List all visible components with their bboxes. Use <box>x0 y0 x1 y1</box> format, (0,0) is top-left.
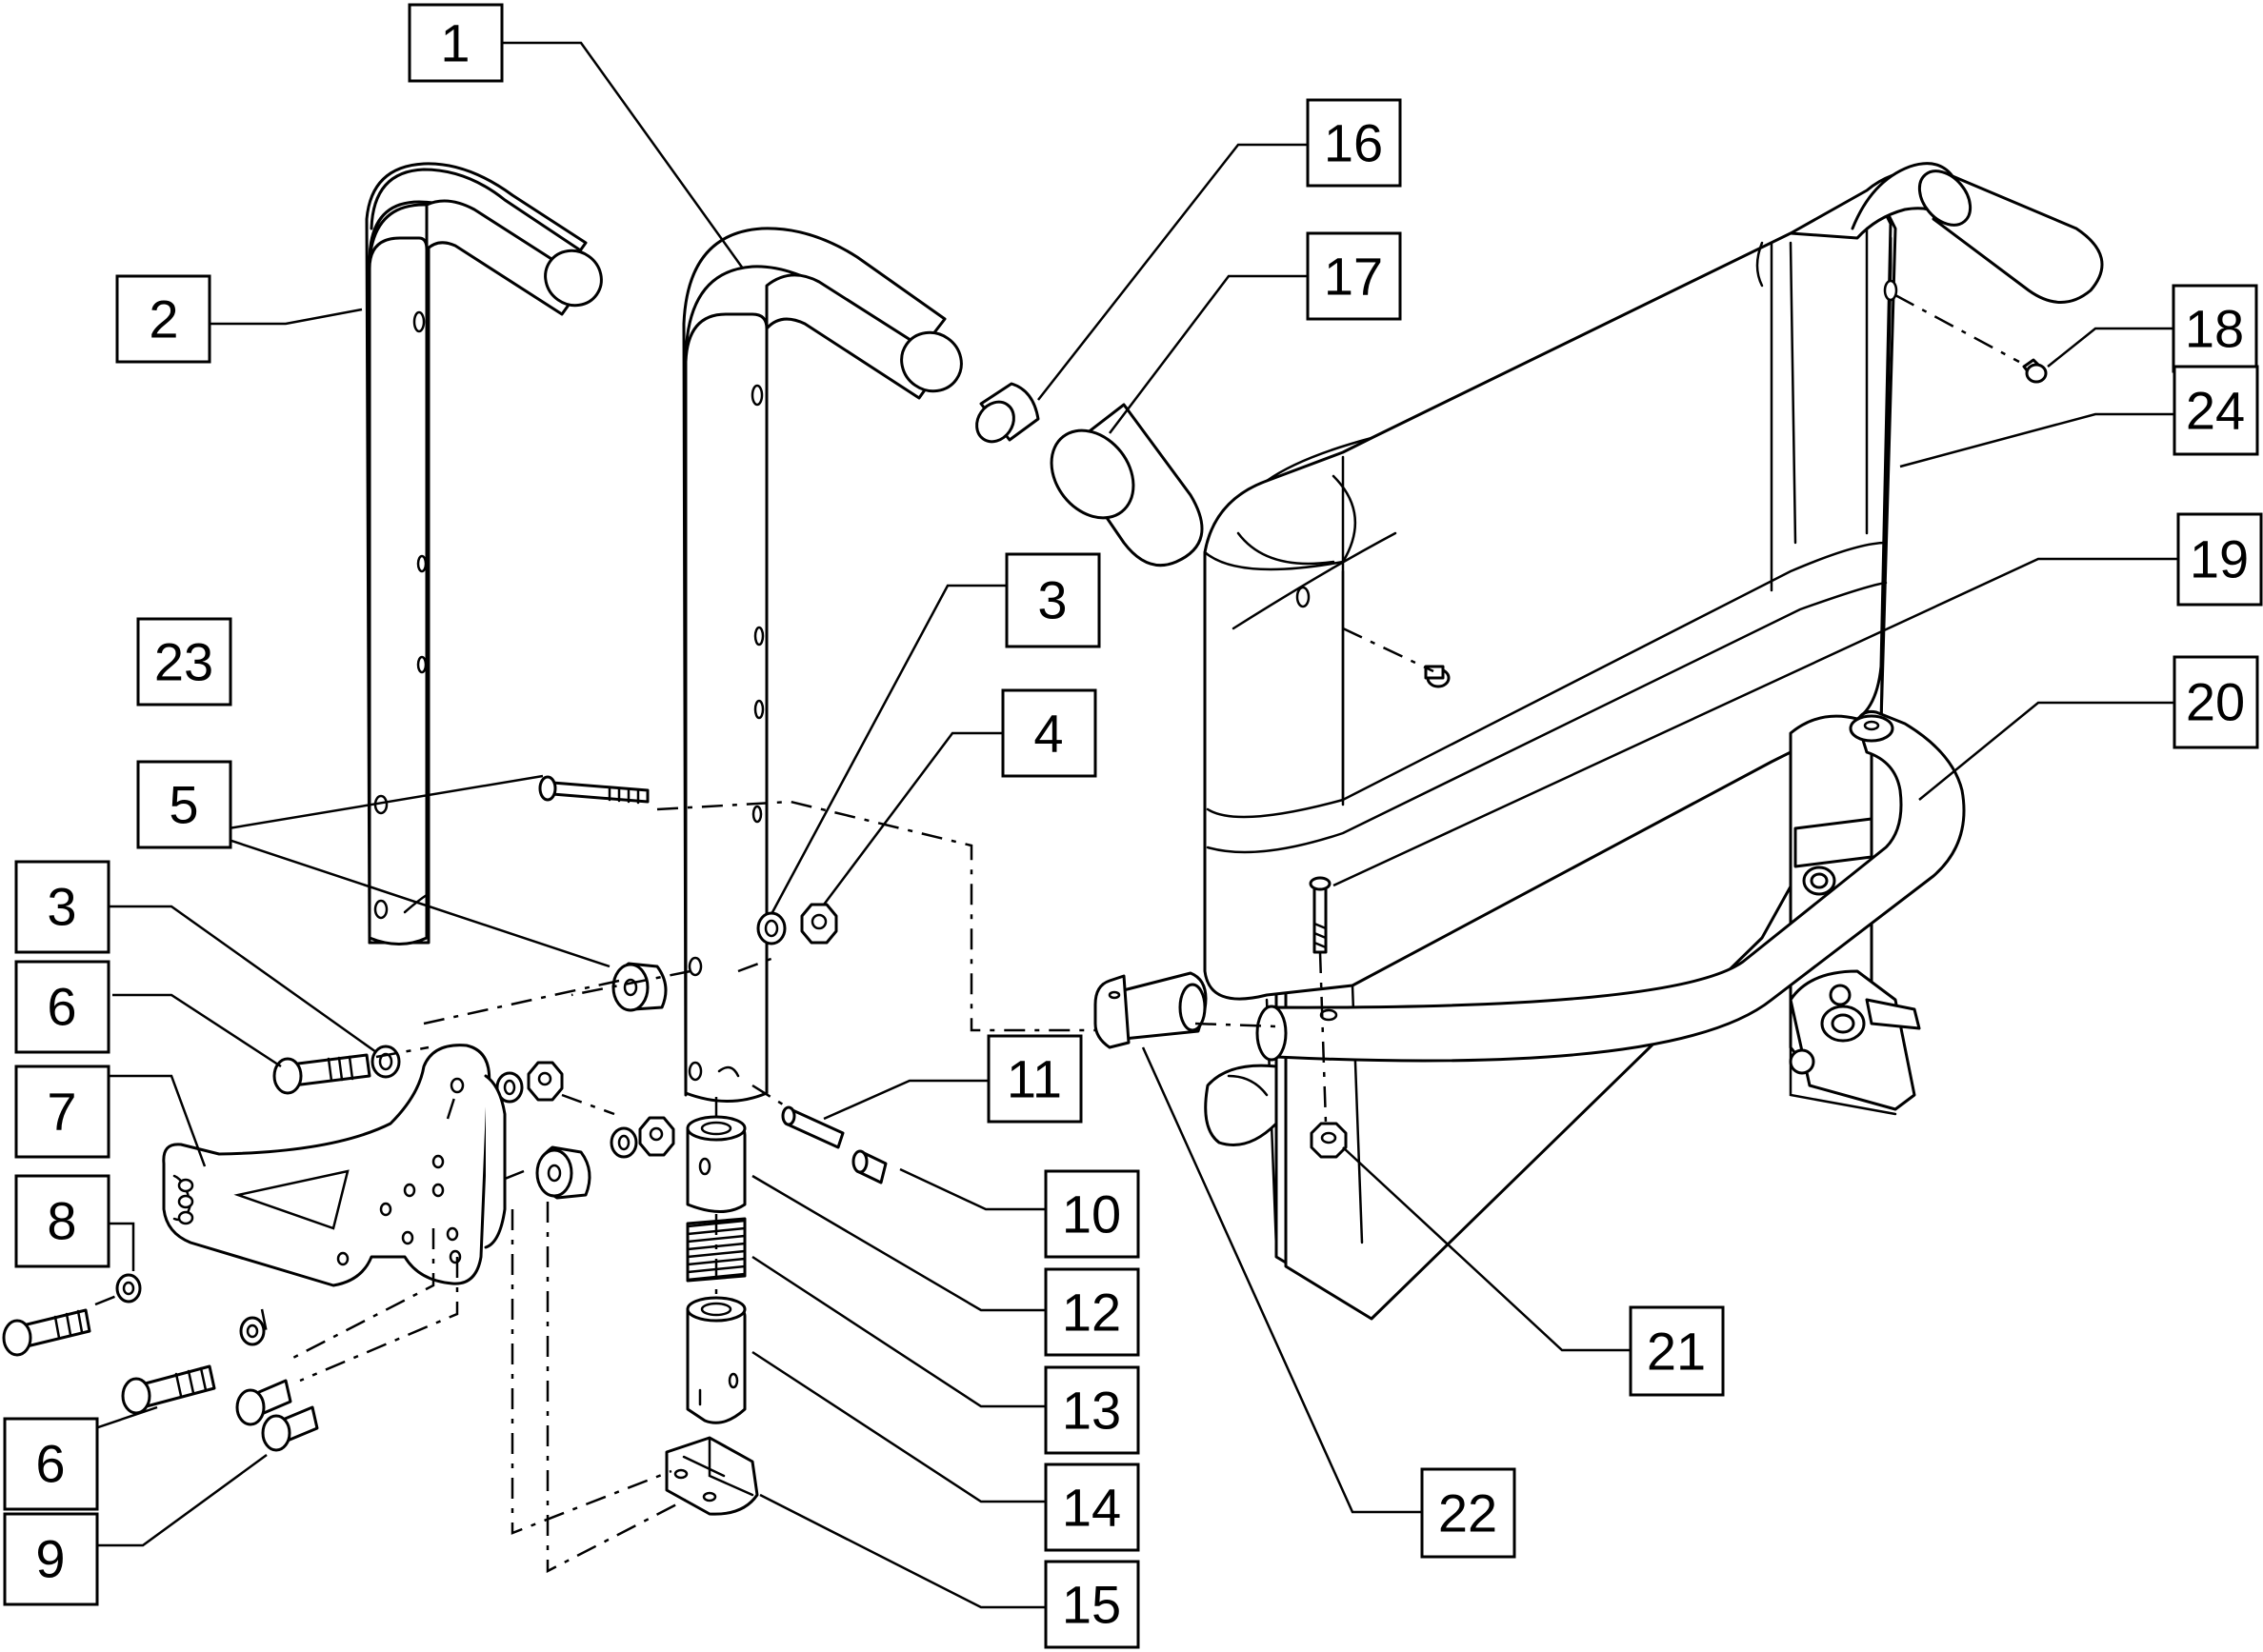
callout-9-label: 9 <box>35 1529 65 1589</box>
part-5-bushing-lower <box>535 1145 591 1200</box>
callout-24-label: 24 <box>2186 381 2245 441</box>
callout-14-label: 14 <box>1062 1478 1121 1538</box>
part-3-washer-upper <box>756 911 787 945</box>
part-16-end-plug <box>975 382 1040 444</box>
callout-22: 22 <box>1420 1467 1516 1559</box>
callout-3-upper-label: 3 <box>1037 570 1067 630</box>
callout-1: 1 <box>408 3 504 83</box>
part-8-bolt <box>2 1308 91 1357</box>
callout-8: 8 <box>14 1174 110 1268</box>
callout-4: 4 <box>1001 688 1097 778</box>
callout-17: 17 <box>1306 231 1402 321</box>
callout-8-label: 8 <box>47 1191 76 1251</box>
part-21-nut <box>1310 1122 1348 1159</box>
callout-24: 24 <box>2173 365 2259 456</box>
callout-7-label: 7 <box>47 1082 76 1142</box>
callout-13: 13 <box>1044 1365 1140 1455</box>
callout-15: 15 <box>1044 1560 1140 1649</box>
callout-19: 19 <box>2176 512 2263 607</box>
part-20-armrest-tube <box>1255 710 1966 1063</box>
callout-1-label: 1 <box>440 13 470 73</box>
callout-23-label: 23 <box>154 632 213 692</box>
part-8-washer <box>115 1273 142 1304</box>
part-15-clamp <box>665 1436 759 1516</box>
part-5-bushing-upper <box>611 962 668 1012</box>
part-2-handle-tube <box>365 162 603 945</box>
callout-3-left-label: 3 <box>47 877 76 937</box>
callout-2: 2 <box>115 274 211 364</box>
part-6-bolt-lower <box>121 1316 266 1415</box>
part-18-screw <box>2022 358 2048 384</box>
callout-16-label: 16 <box>1324 113 1383 173</box>
part-11-pin <box>781 1105 845 1149</box>
callout-2-label: 2 <box>149 289 178 349</box>
callout-19-label: 19 <box>2190 529 2249 589</box>
callout-9: 9 <box>3 1512 99 1606</box>
part-9-screw-lower <box>261 1405 319 1452</box>
callout-10: 10 <box>1044 1169 1140 1259</box>
part-14-sleeve <box>686 1296 747 1424</box>
callout-6-upper-label: 6 <box>47 977 76 1037</box>
callout-23: 23 <box>136 617 232 707</box>
part-6-washer-lower <box>610 1116 675 1159</box>
callout-10-label: 10 <box>1062 1184 1121 1244</box>
backrest-screw <box>1424 665 1451 688</box>
callout-15-label: 15 <box>1062 1575 1121 1635</box>
part-4-nut <box>800 903 838 945</box>
callout-4-label: 4 <box>1033 704 1063 764</box>
leader-lines <box>89 41 2178 1609</box>
part-12-collar <box>686 1115 747 1213</box>
callout-11: 11 <box>987 1034 1083 1124</box>
callout-13-label: 13 <box>1062 1381 1121 1441</box>
part-17-hand-grip <box>1050 403 1204 567</box>
callout-11-label: 11 <box>1007 1049 1062 1109</box>
part-10-pin <box>851 1149 888 1184</box>
callout-5-label: 5 <box>169 775 198 835</box>
part-9-screw-upper <box>235 1379 292 1426</box>
callout-22-label: 22 <box>1438 1483 1497 1543</box>
assembly-lines <box>94 293 2020 1574</box>
callout-6-upper: 6 <box>14 960 110 1054</box>
callout-20-label: 20 <box>2186 672 2245 732</box>
part-19-bolt <box>1309 876 1332 954</box>
callout-18: 18 <box>2172 284 2258 373</box>
callout-7: 7 <box>14 1065 110 1159</box>
part-7-mount-bracket <box>162 1044 507 1287</box>
seat-clip <box>1204 1064 1278 1146</box>
callout-18-label: 18 <box>2185 299 2244 359</box>
callout-6-lower: 6 <box>3 1417 99 1511</box>
callout-6-lower-label: 6 <box>35 1434 65 1494</box>
part-6-bolt-upper <box>272 1053 371 1095</box>
callout-16: 16 <box>1306 98 1402 188</box>
callout-3-left: 3 <box>14 860 110 954</box>
callout-21: 21 <box>1629 1305 1725 1397</box>
callout-12: 12 <box>1044 1267 1140 1357</box>
callout-12-label: 12 <box>1062 1283 1121 1343</box>
callout-17-label: 17 <box>1324 247 1383 307</box>
part-1-handle-tube <box>682 227 963 1103</box>
part-23-screw <box>538 775 650 805</box>
part-22-receiver-socket <box>1093 971 1208 1049</box>
part-6-washer-upper <box>495 1061 564 1104</box>
callout-5: 5 <box>136 760 232 849</box>
callout-3-upper: 3 <box>1005 552 1101 648</box>
callout-21-label: 21 <box>1647 1322 1706 1382</box>
callout-14: 14 <box>1044 1463 1140 1552</box>
callout-20: 20 <box>2173 655 2259 749</box>
